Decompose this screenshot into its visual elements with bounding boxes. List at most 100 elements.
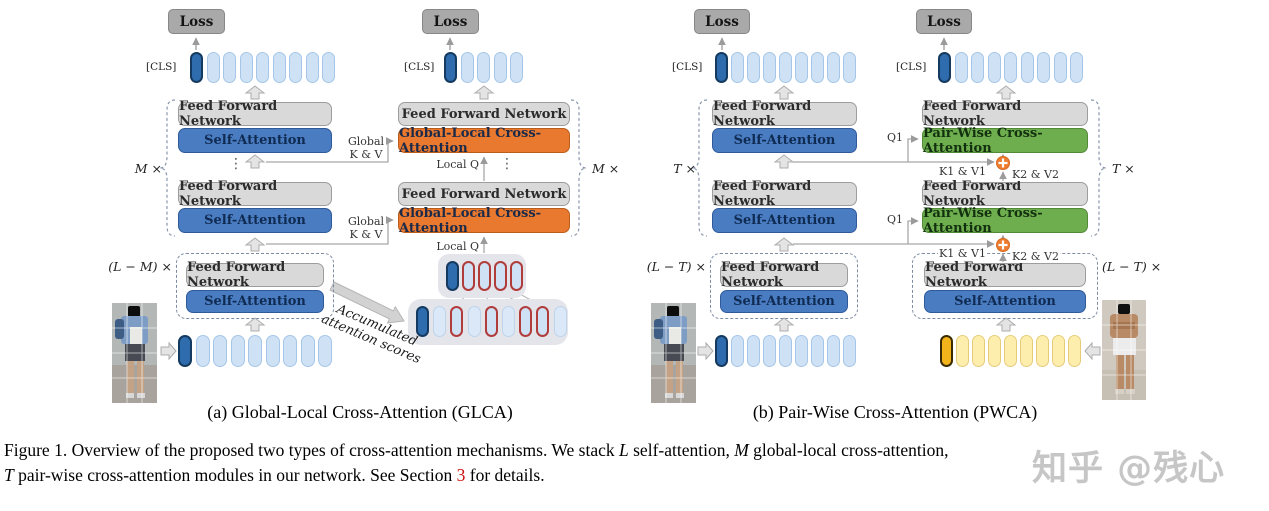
- cls-label: [CLS]: [672, 61, 703, 73]
- q1-label: Q1: [886, 213, 905, 226]
- pwca-box: Pair-Wise Cross-Attention: [922, 206, 1088, 236]
- concat-icon: [996, 238, 1010, 252]
- patch-token: [272, 52, 286, 83]
- brace-b-left: [691, 99, 708, 237]
- self-attention-box: Self-Attention: [924, 290, 1086, 313]
- patch-token: [536, 306, 550, 337]
- patch-token: [510, 52, 523, 83]
- patch-token: [827, 335, 840, 367]
- l-minus-t-label: (L − T) ×: [1102, 259, 1162, 274]
- self-attention-box: Self-Attention: [178, 128, 332, 153]
- patch-token: [195, 335, 210, 367]
- ffn-box: Feed Forward Network: [186, 260, 324, 290]
- kv-word: K & V: [349, 227, 383, 241]
- patch-token: [300, 335, 315, 367]
- patch-token: [502, 306, 515, 337]
- ffn-box: Feed Forward Network: [924, 260, 1086, 290]
- brace-a-left: [159, 99, 176, 237]
- person-image-pair2: [1102, 300, 1146, 404]
- ffn-box: Feed Forward Network: [712, 99, 857, 129]
- panel-a-caption: (a) Global-Local Cross-Attention (GLCA): [207, 402, 513, 422]
- up-arrow: [244, 85, 266, 100]
- caption-text: Figure 1. Overview of the proposed two t…: [4, 440, 620, 460]
- patch-token: [450, 306, 464, 337]
- cls-token: [715, 335, 728, 367]
- figure-caption-line1: Figure 1. Overview of the proposed two t…: [4, 440, 949, 461]
- patch-token: [484, 306, 498, 337]
- patch-token: [954, 52, 968, 83]
- patch-token: [256, 52, 269, 83]
- self-attention-box: Self-Attention: [712, 128, 857, 153]
- up-arrow: [244, 237, 266, 252]
- patch-token: [248, 335, 262, 367]
- patch-token: [1020, 52, 1034, 83]
- cls-token: [416, 306, 429, 337]
- glca-box: Global-Local Cross-Attention: [398, 206, 570, 236]
- k1v1-label: K1 & V1: [938, 165, 987, 178]
- ffn-box: Feed Forward Network: [922, 99, 1088, 129]
- q1-line-b-lower: [907, 217, 919, 244]
- caption-text: for details.: [465, 465, 545, 485]
- patch-token: [731, 52, 744, 83]
- cls-token: [715, 52, 728, 83]
- patch-token: [230, 335, 245, 367]
- global-word: Global: [347, 215, 385, 228]
- l-minus-t-dashed-box: [710, 253, 858, 319]
- patch-token: [467, 306, 481, 337]
- patch-token: [763, 335, 776, 367]
- patch-token: [987, 52, 1001, 83]
- patch-token: [478, 261, 491, 291]
- k2v2-label: K2 & V2: [1011, 250, 1060, 263]
- up-arrow: [773, 237, 795, 252]
- glca-box: Global-Local Cross-Attention: [398, 126, 570, 156]
- up-arrow: [773, 154, 795, 169]
- up-arrow: [995, 317, 1017, 332]
- self-attention-box: Self-Attention: [712, 208, 857, 233]
- cls-token: [940, 335, 953, 367]
- patch-token: [811, 335, 824, 367]
- patch-token: [460, 52, 474, 83]
- right-arrow: [697, 341, 714, 361]
- patch-token: [305, 52, 319, 83]
- patch-token: [289, 52, 302, 83]
- l-minus-m-dashed-box: [176, 253, 334, 319]
- global-kv-label: Global K & V: [342, 215, 390, 242]
- patch-token: [206, 52, 220, 83]
- self-attention-box: Self-Attention: [186, 290, 324, 313]
- ffn-box: Feed Forward Network: [720, 260, 848, 290]
- cls-label: [CLS]: [404, 61, 435, 73]
- global-kv-label: Global K & V: [342, 135, 390, 162]
- m-times-label: M ×: [592, 161, 620, 176]
- cls-token: [938, 52, 951, 83]
- person-image-query: [112, 303, 157, 407]
- patch-token: [811, 52, 824, 83]
- patch-token: [972, 335, 985, 367]
- patch-token: [1036, 335, 1049, 367]
- loss-box: Loss: [168, 9, 225, 34]
- math-var-M: M: [734, 440, 749, 460]
- loss-box: Loss: [694, 9, 750, 34]
- caption-text: self-attention,: [628, 440, 735, 460]
- l-minus-t-label: (L − T) ×: [646, 259, 706, 274]
- brace-b-right: [1090, 99, 1107, 237]
- patch-token: [827, 52, 840, 83]
- self-attention-box: Self-Attention: [720, 290, 848, 313]
- up-arrow: [995, 85, 1017, 100]
- patch-token: [213, 335, 227, 367]
- section-link[interactable]: 3: [456, 465, 466, 485]
- left-arrow: [1084, 341, 1101, 361]
- cls-token: [178, 335, 192, 367]
- patch-token: [1052, 335, 1065, 367]
- l-minus-m-label: (L − M) ×: [108, 259, 172, 274]
- patch-token: [747, 52, 760, 83]
- patch-token: [519, 306, 533, 337]
- ffn-box: Feed Forward Network: [398, 102, 570, 126]
- cls-label: [CLS]: [896, 61, 927, 73]
- up-arrow: [773, 85, 795, 100]
- cls-token: [446, 261, 459, 291]
- vertical-dots: ⋮: [500, 156, 514, 172]
- patch-token: [1053, 52, 1067, 83]
- up-arrow: [244, 317, 266, 332]
- vertical-dots: ⋮: [229, 156, 243, 172]
